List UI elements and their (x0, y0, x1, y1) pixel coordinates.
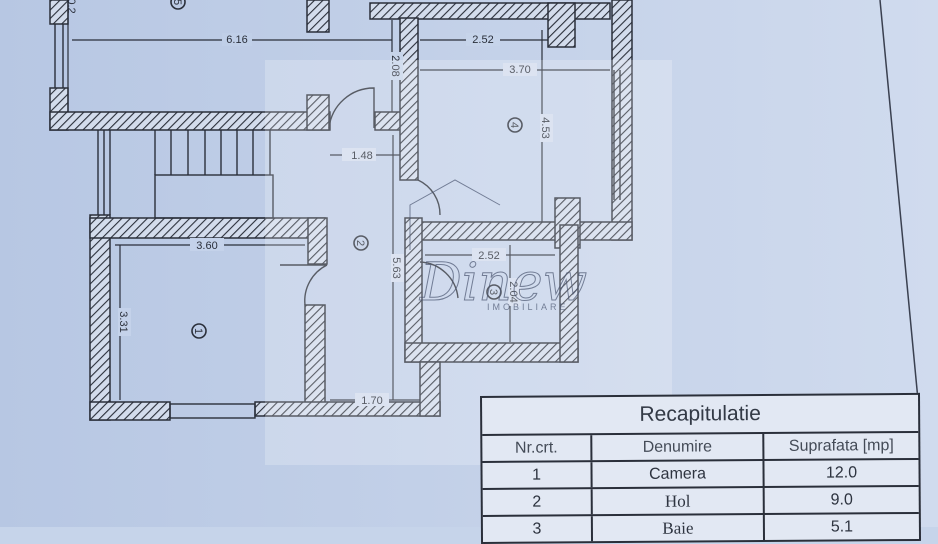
cell-denumire: Baie (592, 515, 766, 542)
wall (399, 17, 419, 181)
svg-text:1: 1 (192, 328, 204, 334)
header-nr: Nr.crt. (482, 435, 593, 461)
dim-label: 3.31 (117, 311, 129, 332)
wall (306, 94, 330, 131)
room-marker-1: 1 (191, 323, 207, 339)
wall (559, 224, 579, 363)
watermark-logo: Dinew IMOBILIARE (409, 179, 588, 314)
dim-label: 2.08 (389, 55, 401, 76)
dim-label: 2.04 (507, 281, 519, 302)
wall (306, 0, 330, 33)
dim-label: 1.70 (361, 395, 382, 407)
dim-label: 2.52 (478, 250, 499, 262)
table-row: 3 Baie 5.1 (482, 513, 920, 544)
cell-denumire: Camera (592, 461, 765, 488)
wall (89, 401, 171, 421)
dim-label: 2.52 (472, 34, 493, 46)
wall (89, 214, 111, 421)
table-row: 1 Camera 12.0 (482, 459, 919, 490)
dim-label: 4.53 (539, 117, 551, 138)
table-row: 2 Hol 9.0 (482, 486, 919, 517)
svg-text:5: 5 (171, 0, 183, 5)
room-marker-4: 4 (507, 117, 523, 133)
recap-table: Recapitulatie Nr.crt. Denumire Suprafata… (480, 392, 922, 544)
room-marker-5: 5 (170, 0, 186, 10)
walls (49, 0, 633, 421)
header-denumire: Denumire (592, 434, 765, 461)
dim-label: 3.70 (509, 64, 530, 76)
cell-denumire: Hol (592, 488, 765, 515)
dim-label: 0.2 (65, 0, 77, 14)
cell-suprafata: 9.0 (830, 490, 853, 509)
svg-text:3: 3 (487, 289, 499, 295)
cell-nr: 3 (482, 516, 594, 542)
wall (547, 2, 576, 48)
windows-and-stairs (54, 24, 621, 419)
dimension-labels: 6.16 2.52 3.70 1.48 3.60 1.70 2.52 2.08 … (65, 0, 553, 407)
dim-label: 5.63 (390, 257, 402, 278)
room-marker-2: 2 (353, 235, 369, 251)
watermark-script: Dinew (419, 253, 587, 313)
cell-nr: 2 (482, 489, 593, 515)
room-markers: 1 2 3 4 5 (170, 0, 523, 339)
wall (307, 217, 328, 265)
dim-label: 1.48 (351, 150, 372, 162)
svg-text:2: 2 (354, 240, 366, 246)
recap-header-row: Nr.crt. Denumire Suprafata [mp] (482, 432, 919, 463)
header-suprafata: Suprafata [mp] (788, 436, 894, 455)
svg-text:4: 4 (508, 122, 520, 128)
room-marker-3: 3 (486, 284, 502, 300)
recap-title: Recapitulatie (482, 394, 919, 436)
watermark-text: IMOBILIARE (487, 302, 569, 312)
cell-nr: 1 (482, 462, 593, 488)
cell-suprafata: 12.0 (825, 463, 858, 482)
wall (419, 361, 441, 417)
dim-label: 6.16 (226, 34, 247, 46)
dim-label: 3.60 (196, 240, 217, 252)
